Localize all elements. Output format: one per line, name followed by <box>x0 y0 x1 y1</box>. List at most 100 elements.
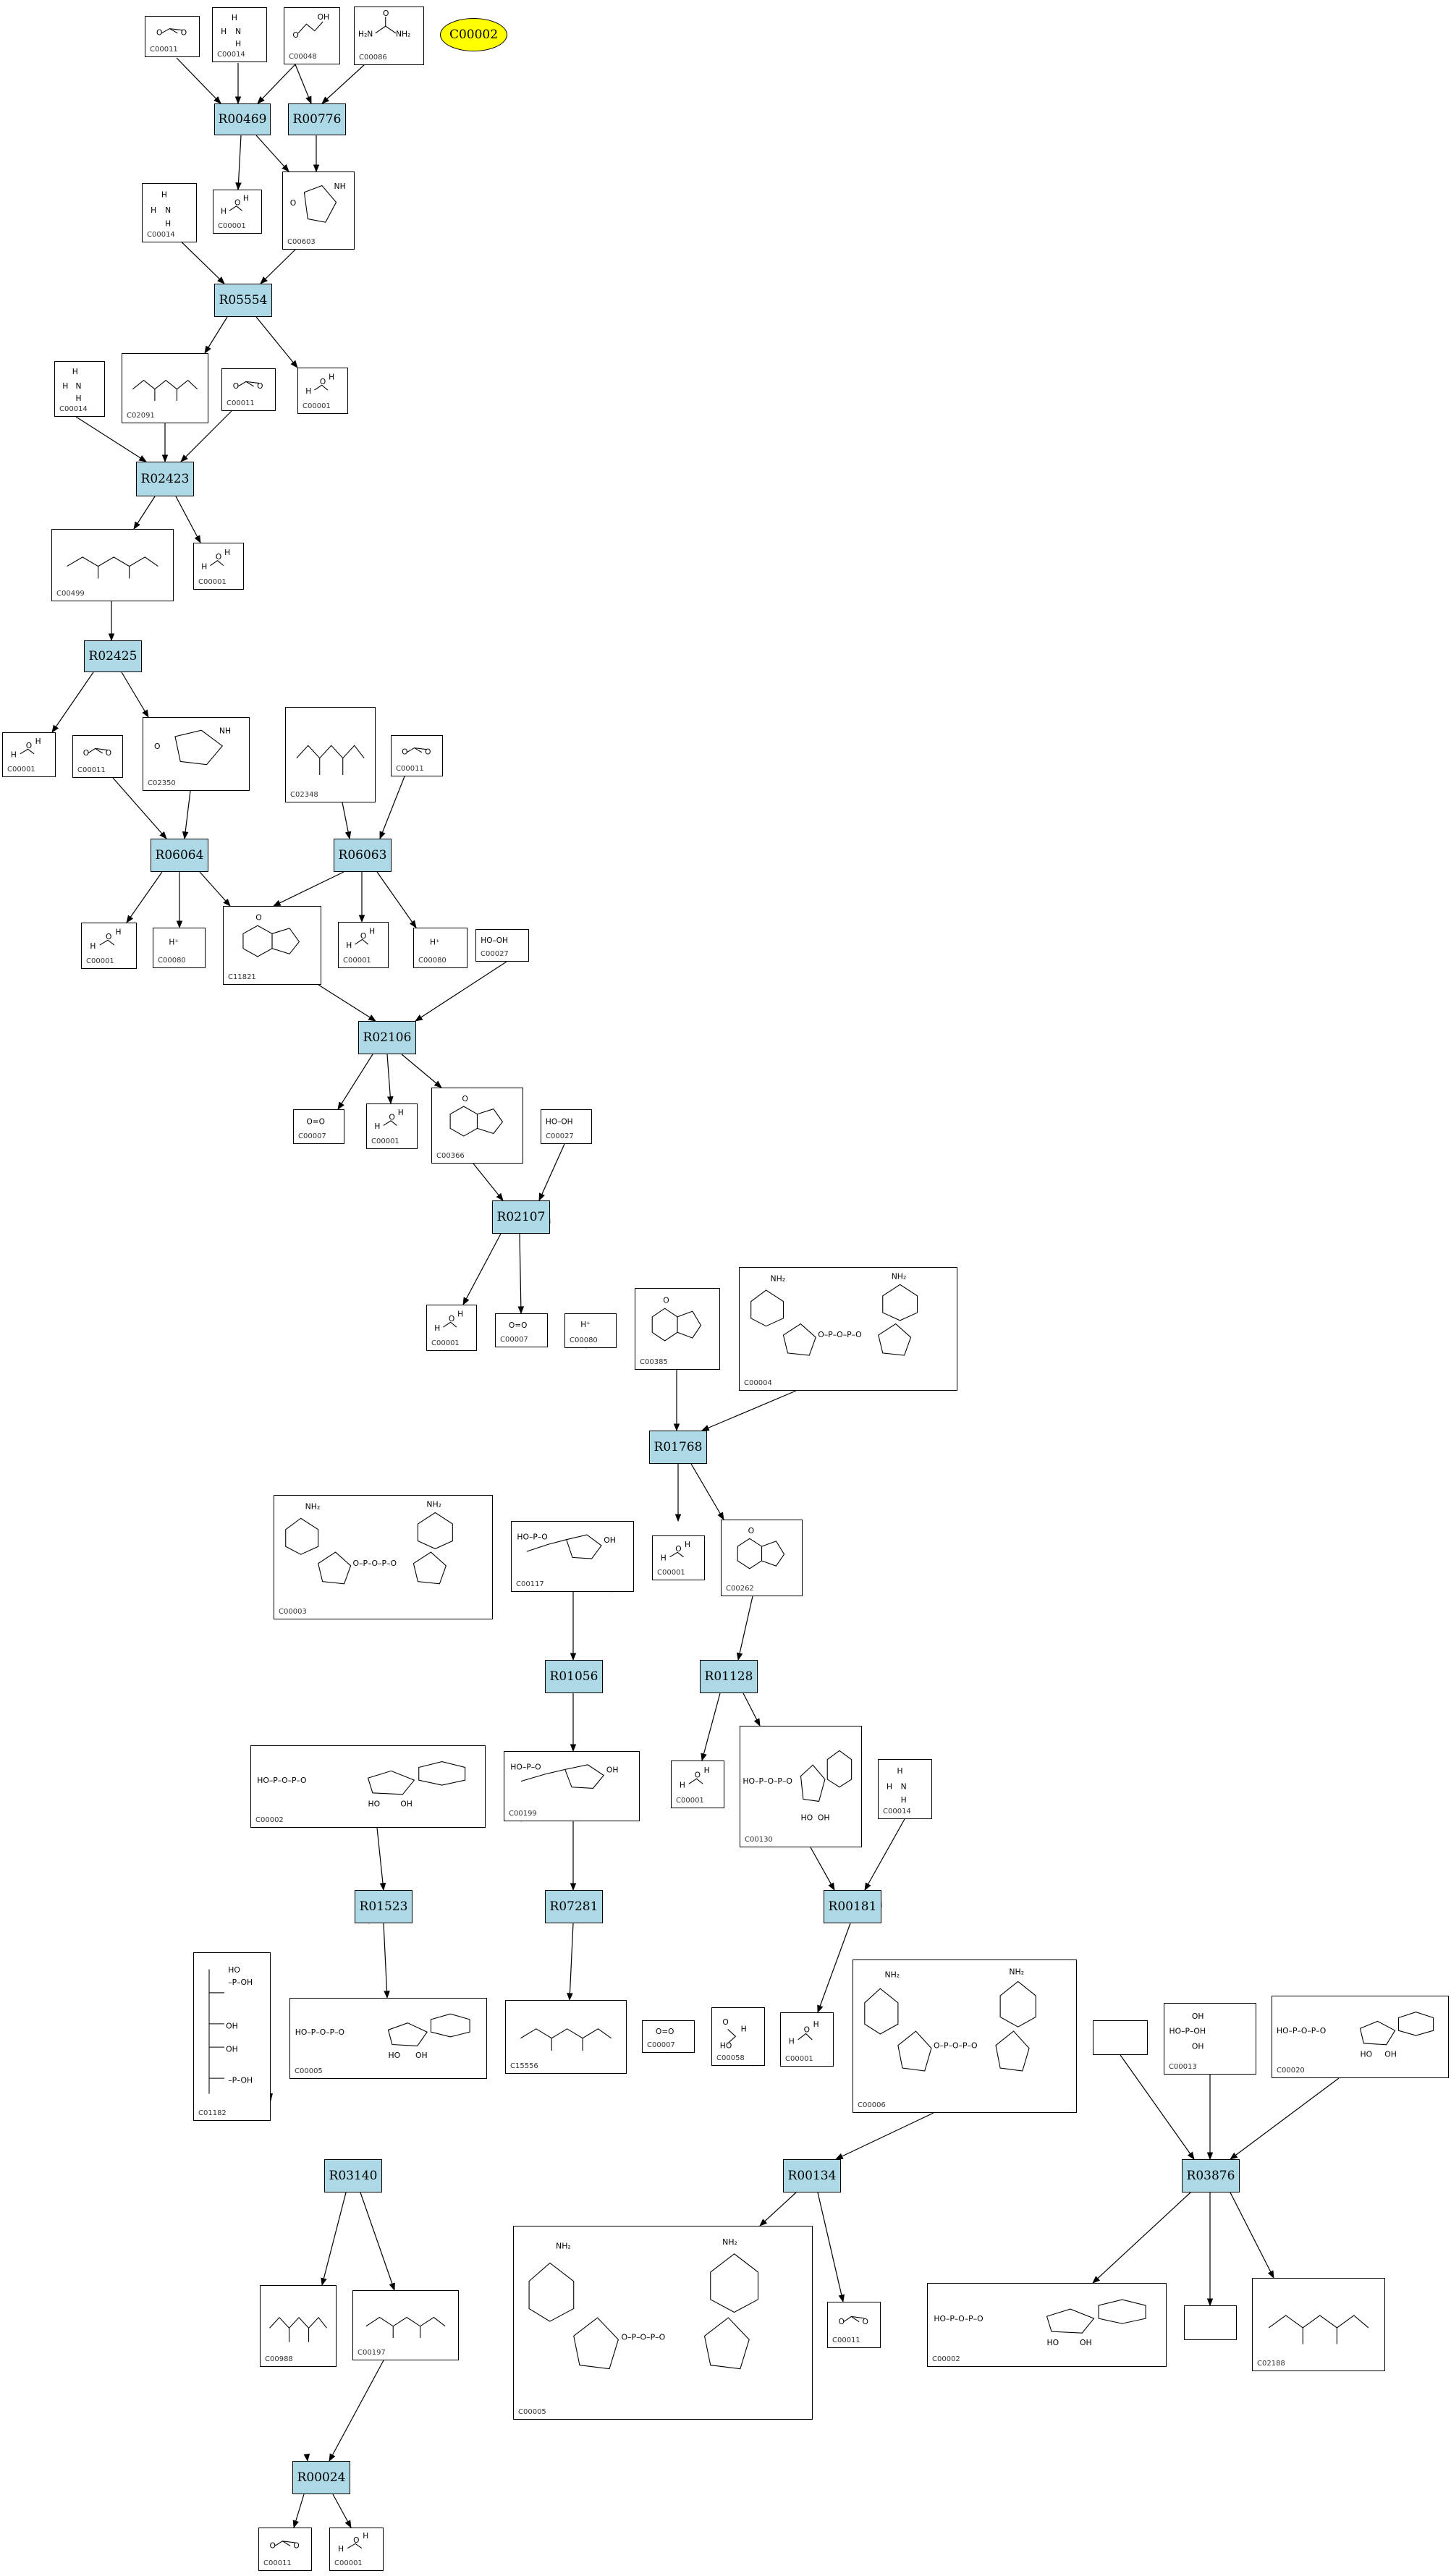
reaction-node-r02423[interactable]: R02423 <box>136 462 194 496</box>
compound-id-label: C00005 <box>518 2408 546 2416</box>
compound-node-c15556[interactable]: C15556 <box>505 2000 627 2074</box>
edge-arrow <box>260 247 297 284</box>
reaction-node-r02107[interactable]: R02107 <box>492 1200 550 1234</box>
svg-text:OH: OH <box>318 12 329 22</box>
svg-text:NH: NH <box>334 182 346 191</box>
edge-arrow <box>321 2192 347 2287</box>
reaction-node-r02106[interactable]: R02106 <box>358 1021 416 1054</box>
compound-id-label: C00001 <box>303 402 331 410</box>
reaction-node-r00469[interactable]: R00469 <box>214 103 271 135</box>
compound-node-c00499[interactable]: C00499 <box>51 529 174 601</box>
reaction-node-r01768[interactable]: R01768 <box>649 1431 707 1464</box>
reaction-node-r05554[interactable]: R05554 <box>214 284 272 317</box>
reaction-node-r03876[interactable]: R03876 <box>1182 2159 1240 2192</box>
structure-drawing: O=O <box>306 1118 324 1127</box>
compound-node-c00080[interactable]: H⁺C00080 <box>564 1313 617 1348</box>
reaction-node-r01128[interactable]: R01128 <box>700 1660 758 1693</box>
compound-node-c02348[interactable]: C02348 <box>285 707 376 802</box>
reaction-node-r06064[interactable]: R06064 <box>151 839 208 872</box>
edge-arrow <box>51 671 94 733</box>
reaction-node-r00181[interactable]: R00181 <box>824 1890 881 1923</box>
reaction-node-r02425[interactable]: R02425 <box>84 640 142 672</box>
compound-node-c00080[interactable]: H⁺C00080 <box>153 928 206 968</box>
edge-arrow <box>255 135 289 172</box>
compound-node-empty[interactable] <box>1184 2305 1237 2340</box>
reaction-node-r00134[interactable]: R00134 <box>783 2159 841 2192</box>
compound-node-c02091[interactable]: C02091 <box>122 353 208 423</box>
svg-text:O: O <box>106 748 111 758</box>
reaction-node-r01523[interactable]: R01523 <box>355 1890 413 1923</box>
reaction-node-r07281[interactable]: R07281 <box>545 1890 603 1923</box>
compound-node-c00080[interactable]: H⁺C00080 <box>413 928 468 968</box>
compound-node-empty[interactable] <box>1093 2020 1148 2055</box>
svg-text:O: O <box>722 2017 728 2027</box>
reaction-node-r03140[interactable]: R03140 <box>324 2159 382 2192</box>
reaction-node-r01056[interactable]: R01056 <box>545 1660 603 1693</box>
edge-arrow <box>567 1923 574 2001</box>
edge-arrow <box>75 416 147 462</box>
svg-text:O: O <box>181 28 187 38</box>
compound-node-c02188[interactable]: C02188 <box>1252 2278 1385 2371</box>
svg-text:OH: OH <box>400 1800 413 1809</box>
svg-text:H: H <box>221 207 227 216</box>
reaction-node-r00024[interactable]: R00024 <box>292 2461 350 2494</box>
reaction-node-r00776[interactable]: R00776 <box>288 103 346 135</box>
svg-text:HO–P–O–P–O: HO–P–O–P–O <box>295 2028 344 2037</box>
compound-node-c00988[interactable]: C00988 <box>260 2285 337 2367</box>
compound-node-c00197[interactable]: C00197 <box>352 2290 459 2360</box>
highlight-compound-c00002[interactable]: C00002 <box>440 18 507 51</box>
reaction-node-r06063[interactable]: R06063 <box>334 839 392 872</box>
